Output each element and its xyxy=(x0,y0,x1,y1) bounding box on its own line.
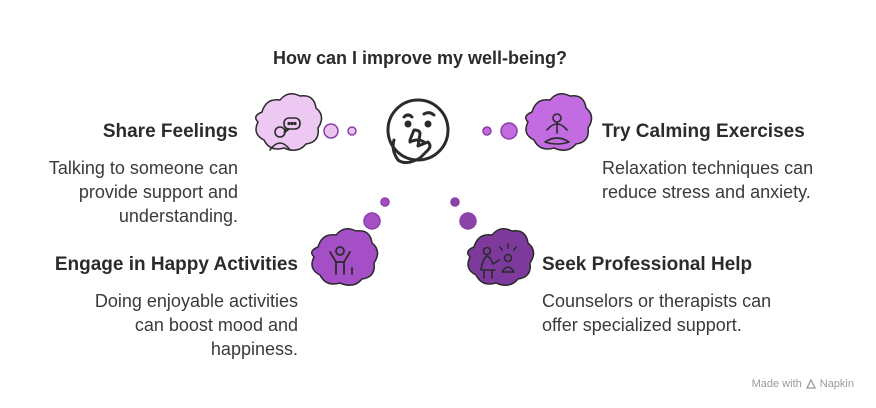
meditation-icon xyxy=(544,113,570,145)
description-line: Talking to someone can xyxy=(48,158,238,178)
thought-bubbles xyxy=(323,122,518,230)
cheering-person-icon xyxy=(329,246,353,275)
description-line: Relaxation techniques can xyxy=(602,158,814,178)
description-line: Counselors or therapists can xyxy=(542,291,772,311)
calming-exercises-bubble xyxy=(525,93,593,151)
watermark-prefix: Made with xyxy=(751,378,802,390)
calming-exercises-description: Relaxation techniques can reduce stress … xyxy=(602,156,862,204)
share-feelings-heading: Share Feelings xyxy=(102,121,238,142)
happy-activities-bubble xyxy=(311,228,379,286)
speech-bubble-person-icon xyxy=(269,117,301,151)
professional-help-description: Counselors or therapists can offer speci… xyxy=(542,289,842,337)
happy-activities-heading: Engage in Happy Activities xyxy=(54,254,298,275)
description-line: provide support and xyxy=(78,182,238,202)
description-line: Doing enjoyable activities xyxy=(94,291,298,311)
description-line: happiness. xyxy=(210,339,298,359)
share-feelings-description: Talking to someone can provide support a… xyxy=(0,156,238,228)
diagram-title: How can I improve my well-being? xyxy=(272,48,568,68)
calming-exercises-heading: Try Calming Exercises xyxy=(602,121,805,142)
watermark-brand: Napkin xyxy=(819,378,854,390)
thinking-face-icon xyxy=(386,98,450,165)
counselor-icon xyxy=(480,243,517,279)
napkin-logo-icon xyxy=(805,379,816,389)
napkin-watermark[interactable]: Made with Napkin xyxy=(752,378,854,390)
share-feelings-bubble xyxy=(255,93,323,151)
description-line: offer specialized support. xyxy=(542,315,742,335)
description-line: can boost mood and xyxy=(134,315,298,335)
description-line: reduce stress and anxiety. xyxy=(602,182,811,202)
professional-help-heading: Seek Professional Help xyxy=(542,254,753,275)
happy-activities-description: Doing enjoyable activities can boost moo… xyxy=(38,289,298,361)
description-line: understanding. xyxy=(118,206,238,226)
professional-help-bubble xyxy=(467,228,535,286)
